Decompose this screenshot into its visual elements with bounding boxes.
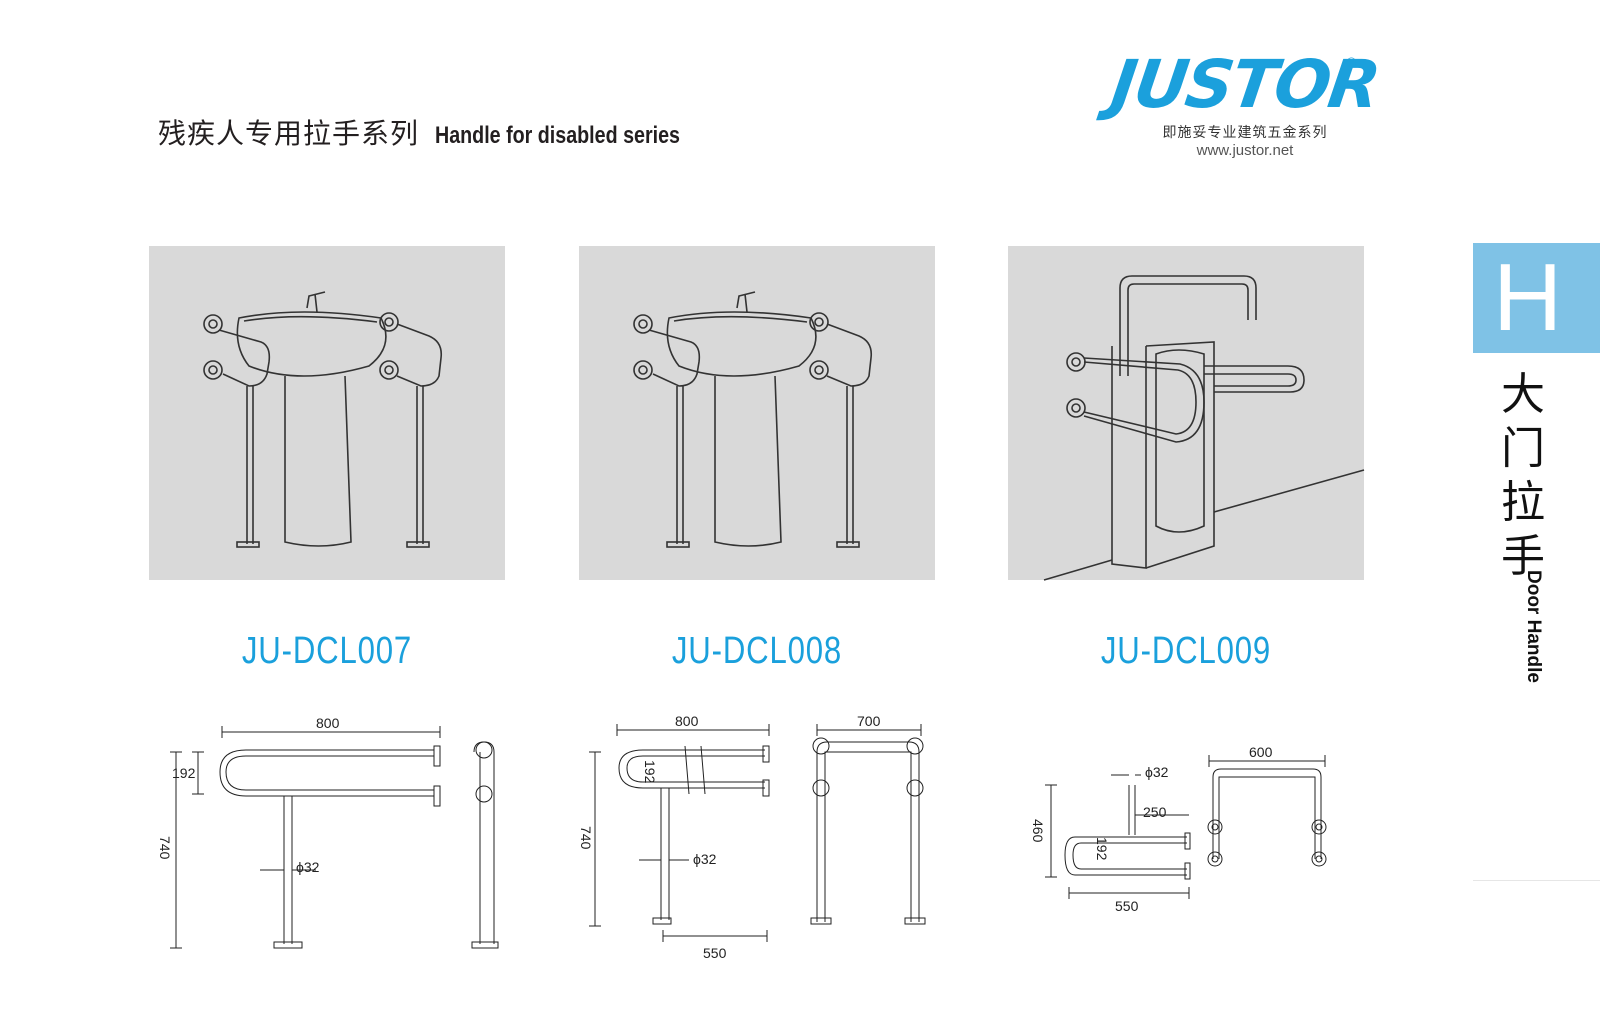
page-title-cn: 残疾人专用拉手系列 <box>158 117 420 150</box>
dim-tube: ϕ32 <box>693 851 717 867</box>
product-image-2 <box>579 246 935 580</box>
category-char: 手 <box>1501 531 1545 582</box>
dim-width: 600 <box>1249 744 1273 760</box>
category-char: 大 <box>1501 369 1545 420</box>
dim-width: 800 <box>316 715 340 731</box>
basin-illustration <box>203 291 443 548</box>
model-number: JU-DCL007 <box>241 630 413 672</box>
dim-height: 740 <box>157 836 173 860</box>
dim-base: 550 <box>703 945 727 961</box>
model-number: JU-DCL009 <box>1100 630 1272 672</box>
model-number: JU-DCL008 <box>671 630 843 672</box>
urinal-illustration <box>1043 275 1365 581</box>
dim-inner: 192 <box>642 760 658 784</box>
dim-width: 800 <box>675 713 699 729</box>
technical-drawing-1: 800 192 ϕ32 740 <box>150 712 510 962</box>
category-label-en: Door Handle <box>1523 570 1544 683</box>
dim-inner: 192 <box>1094 837 1110 861</box>
basin-illustration <box>633 291 873 548</box>
dim-offset: 250 <box>1143 804 1167 820</box>
brand-tagline: 即施妥专业建筑五金系列 <box>1162 125 1328 141</box>
dim-depth: 700 <box>857 713 881 729</box>
dim-length: 550 <box>1115 898 1139 914</box>
dim-height: 460 <box>1030 819 1046 843</box>
product-image-1 <box>149 246 505 580</box>
page-title: 残疾人专用拉手系列 Handle for disabled series <box>158 112 734 152</box>
technical-drawing-2: 800 700 740 192 ϕ32 550 <box>575 712 945 962</box>
dim-inner: 192 <box>172 765 196 781</box>
product-image-3 <box>1008 246 1365 581</box>
brand-logo: JUSTOR ® 即施妥专业建筑五金系列 www.justor.net <box>1090 46 1400 170</box>
registered-mark: ® <box>1344 56 1358 71</box>
brand-url: www.justor.net <box>1196 142 1294 159</box>
category-char: 门 <box>1501 423 1545 474</box>
dim-height: 740 <box>578 826 594 850</box>
technical-drawing-3: 600 460 ϕ32 250 192 550 <box>1025 744 1345 915</box>
dim-tube: ϕ32 <box>296 859 320 875</box>
category-char: 拉 <box>1501 477 1545 528</box>
category-label-cn: 大 门 拉 手 <box>1498 368 1548 584</box>
divider <box>1473 880 1600 881</box>
dim-tube: ϕ32 <box>1145 764 1169 780</box>
section-tab: H <box>1473 243 1600 353</box>
page-title-en: Handle for disabled series <box>434 122 680 149</box>
logo-wordmark: JUSTOR <box>1106 46 1384 123</box>
